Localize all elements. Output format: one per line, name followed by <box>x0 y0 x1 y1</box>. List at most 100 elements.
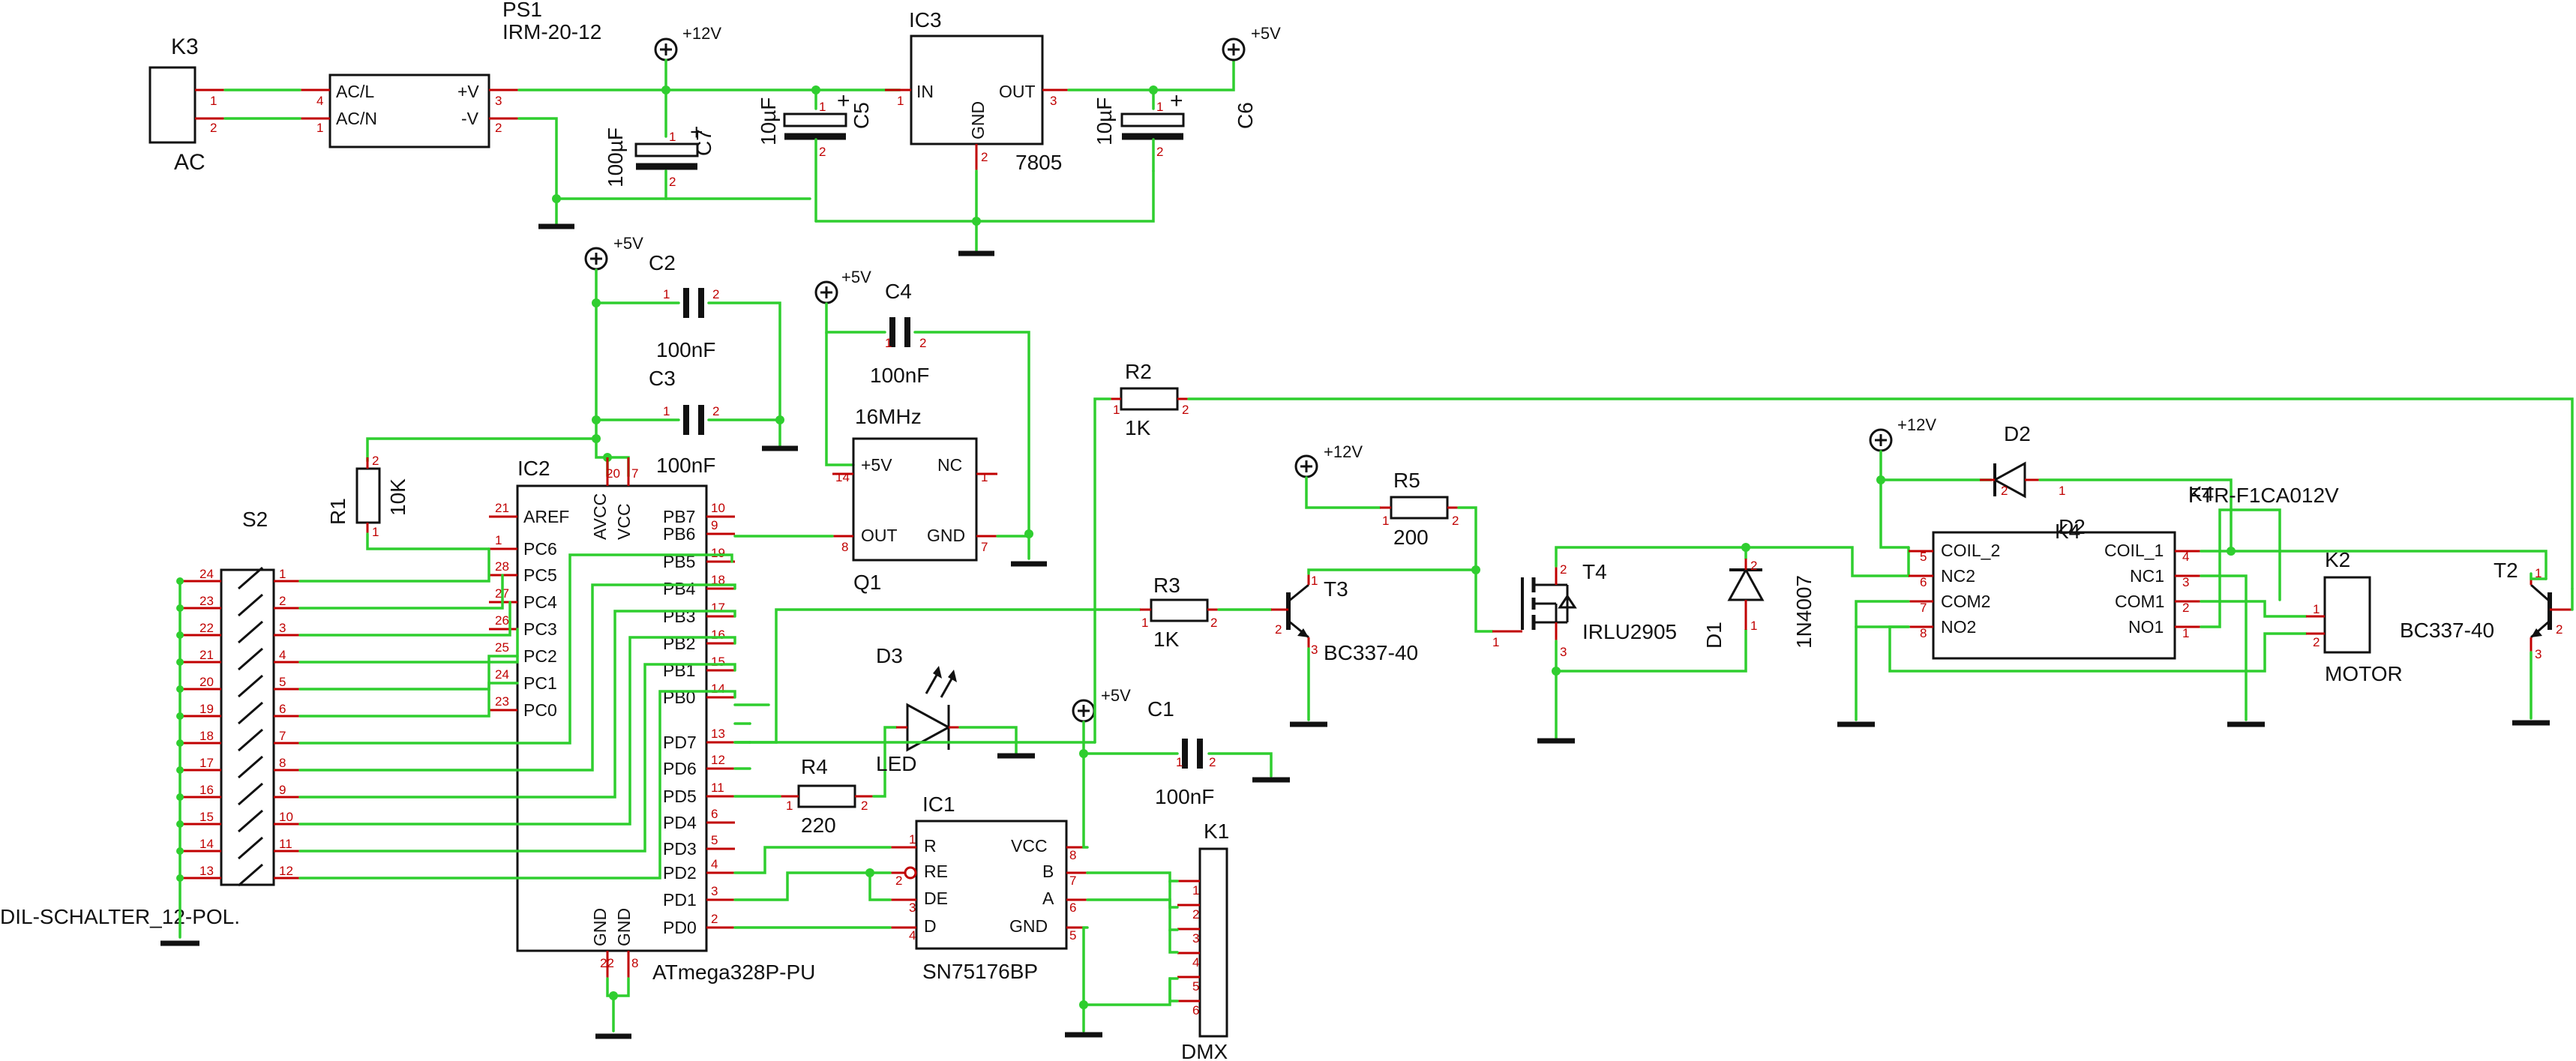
svg-text:2: 2 <box>669 175 676 189</box>
npn-transistor-t3: 213 T3 BC337-40 <box>1271 574 1418 664</box>
svg-text:VCC: VCC <box>614 503 634 540</box>
svg-text:24: 24 <box>199 567 214 581</box>
svg-text:D: D <box>924 916 937 936</box>
svg-text:7: 7 <box>631 466 638 481</box>
svg-text:200: 200 <box>1393 526 1429 549</box>
k2-ref: K2 <box>2325 548 2350 571</box>
svg-text:16MHz: 16MHz <box>855 405 922 428</box>
k1-value: DMX <box>1181 1040 1228 1061</box>
svg-text:2: 2 <box>1210 616 1217 630</box>
mcu-pin-label: PC0 <box>523 700 557 720</box>
svg-text:100nF: 100nF <box>1155 785 1214 808</box>
svg-text:19: 19 <box>711 546 725 560</box>
svg-text:1N4007: 1N4007 <box>1792 575 1816 649</box>
svg-text:3: 3 <box>495 94 502 108</box>
svg-text:2: 2 <box>2556 622 2563 637</box>
svg-text:2: 2 <box>1209 755 1216 769</box>
svg-text:AVCC: AVCC <box>590 493 610 540</box>
d2-label: D2 <box>2059 515 2086 538</box>
svg-text:12: 12 <box>711 753 725 767</box>
mosfet-t4: 123 T4 IRLU2905 <box>1492 560 1677 659</box>
supply-icon: +12V <box>1294 442 1363 478</box>
svg-text:NC2: NC2 <box>1941 566 1975 586</box>
svg-text:5: 5 <box>279 675 286 689</box>
svg-text:10µF: 10µF <box>757 97 780 145</box>
svg-text:NO1: NO1 <box>2128 617 2164 637</box>
svg-text:21: 21 <box>199 648 214 662</box>
svg-text:+5V: +5V <box>613 234 643 253</box>
svg-text:NC1: NC1 <box>2130 566 2164 586</box>
svg-text:R5: R5 <box>1393 469 1420 492</box>
svg-text:1: 1 <box>2313 602 2320 616</box>
switch-icon <box>238 647 263 671</box>
svg-text:100µF: 100µF <box>604 127 627 187</box>
svg-text:3: 3 <box>711 884 718 898</box>
svg-text:3: 3 <box>909 901 916 915</box>
svg-text:-V: -V <box>461 109 479 128</box>
ps1-ref: PS1 <box>502 0 542 21</box>
svg-text:GND: GND <box>968 101 988 139</box>
connector-k3: 12 K3 AC <box>148 34 225 175</box>
svg-text:3: 3 <box>2182 575 2189 589</box>
mcu-pin-label: PD2 <box>663 863 697 883</box>
svg-text:2: 2 <box>895 874 902 888</box>
svg-text:1: 1 <box>210 94 217 108</box>
svg-text:2: 2 <box>279 594 286 608</box>
svg-text:15: 15 <box>711 655 725 669</box>
svg-text:+12V: +12V <box>1324 442 1363 461</box>
svg-text:3: 3 <box>1311 643 1318 657</box>
svg-text:2: 2 <box>210 121 217 135</box>
svg-text:+12V: +12V <box>682 24 721 43</box>
svg-text:4: 4 <box>316 94 323 108</box>
ic1-value: SN75176BP <box>922 960 1038 983</box>
resistor-r1: 21 R1 10K <box>326 454 409 539</box>
svg-text:T4: T4 <box>1582 560 1607 583</box>
svg-text:GND: GND <box>614 908 634 946</box>
svg-text:+12V: +12V <box>1897 415 1936 434</box>
svg-text:8: 8 <box>1920 626 1927 640</box>
ic2-ref: IC2 <box>517 457 550 480</box>
svg-text:14: 14 <box>199 837 214 851</box>
svg-text:+: + <box>1170 88 1183 113</box>
svg-text:+5V: +5V <box>1101 686 1131 705</box>
capacitor-c6: 12 + C6 10µF <box>1093 88 1257 172</box>
svg-text:LED: LED <box>876 752 916 775</box>
svg-text:GND: GND <box>927 526 965 545</box>
svg-text:1: 1 <box>279 567 286 581</box>
svg-text:C7: C7 <box>692 129 715 156</box>
switch-icon <box>238 836 263 860</box>
svg-text:3: 3 <box>1192 931 1199 946</box>
svg-text:14: 14 <box>835 470 850 484</box>
switch-icon <box>238 809 263 833</box>
k4-value: FTR-F1CA012V <box>2188 484 2339 507</box>
svg-text:2: 2 <box>1560 562 1567 577</box>
svg-text:VCC: VCC <box>1011 836 1048 856</box>
svg-text:1: 1 <box>1311 574 1318 588</box>
svg-text:2: 2 <box>2182 601 2189 615</box>
svg-text:7: 7 <box>279 729 286 743</box>
svg-text:22: 22 <box>199 621 214 635</box>
k2-value: MOTOR <box>2325 662 2403 685</box>
svg-text:11: 11 <box>279 837 292 851</box>
svg-text:D2: D2 <box>2004 422 2031 445</box>
svg-text:1: 1 <box>669 130 676 144</box>
svg-text:2: 2 <box>1182 403 1189 417</box>
svg-text:1: 1 <box>2535 566 2542 580</box>
mcu-pin-label: PD4 <box>663 813 697 832</box>
supply-icon: +12V <box>654 24 721 61</box>
supply-icon: +12V <box>1869 415 1936 452</box>
diode-d1: 21 D1 1N4007 <box>1702 559 1816 649</box>
svg-text:9: 9 <box>279 783 286 797</box>
switch-icon <box>238 593 263 617</box>
mcu-pin-label: PC6 <box>523 539 557 559</box>
mcu-pin-label: PD3 <box>663 839 697 859</box>
svg-text:1: 1 <box>981 470 988 484</box>
svg-text:23: 23 <box>495 694 509 709</box>
svg-text:BC337-40: BC337-40 <box>1324 641 1418 664</box>
svg-text:10: 10 <box>279 810 293 824</box>
